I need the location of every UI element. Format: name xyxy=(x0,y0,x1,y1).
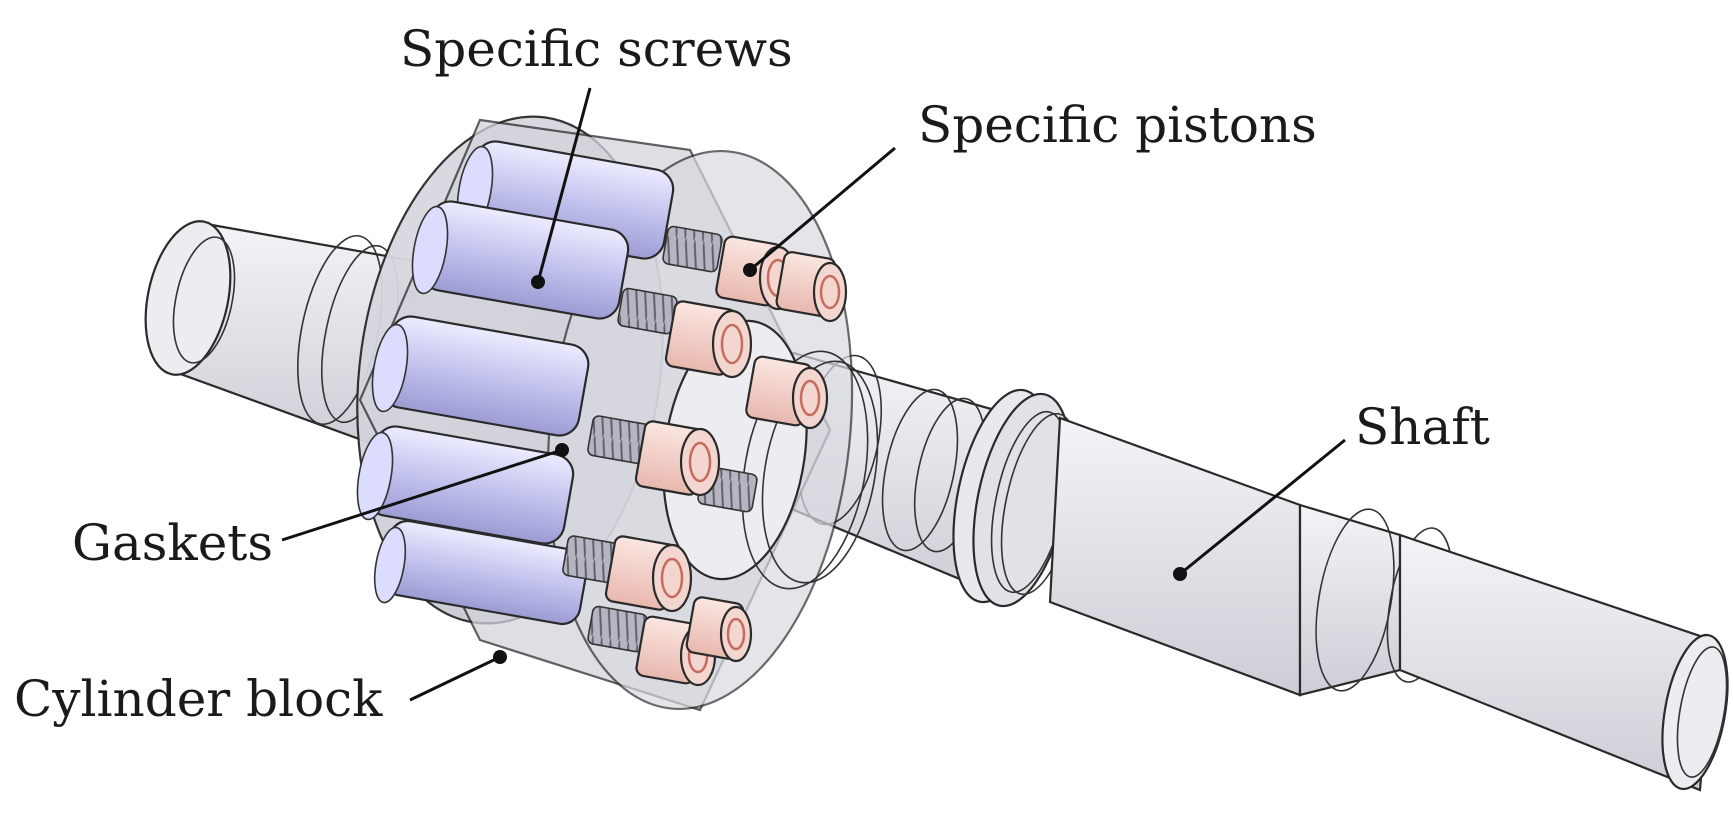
shaft-collar xyxy=(952,388,1080,608)
callout-cylinder-block: Cylinder block xyxy=(14,650,507,728)
leader-line xyxy=(1179,438,1346,576)
leader-dot xyxy=(493,650,507,664)
label-shaft: Shaft xyxy=(1355,398,1490,456)
leader-line xyxy=(536,87,592,283)
label-cylinder-block: Cylinder block xyxy=(14,670,383,728)
leader-line xyxy=(749,146,896,272)
piston xyxy=(604,535,693,613)
specific-screws xyxy=(356,140,675,626)
leader-dot xyxy=(531,275,545,289)
leader-dot xyxy=(555,443,569,457)
callout-pistons: Specific pistons xyxy=(743,96,1317,277)
piston xyxy=(775,251,848,323)
leader-dot xyxy=(1173,567,1187,581)
screw-sleeve xyxy=(411,200,630,320)
specific-pistons xyxy=(604,235,848,687)
piston xyxy=(634,420,721,497)
callout-gaskets: Gaskets xyxy=(72,443,569,572)
screw-sleeve xyxy=(371,315,590,437)
screw-sleeve xyxy=(356,425,575,545)
leader-line xyxy=(409,655,501,702)
label-specific-pistons: Specific pistons xyxy=(918,96,1317,154)
leader-line xyxy=(281,448,563,542)
callout-screws: Specific screws xyxy=(400,20,793,289)
leader-dot xyxy=(743,263,757,277)
callout-shaft: Shaft xyxy=(1173,398,1490,581)
label-specific-screws: Specific screws xyxy=(400,20,793,78)
piston xyxy=(664,300,753,379)
label-gaskets: Gaskets xyxy=(72,514,273,572)
piston xyxy=(745,355,829,430)
piston xyxy=(685,596,753,663)
screw-sleeve xyxy=(373,519,589,626)
